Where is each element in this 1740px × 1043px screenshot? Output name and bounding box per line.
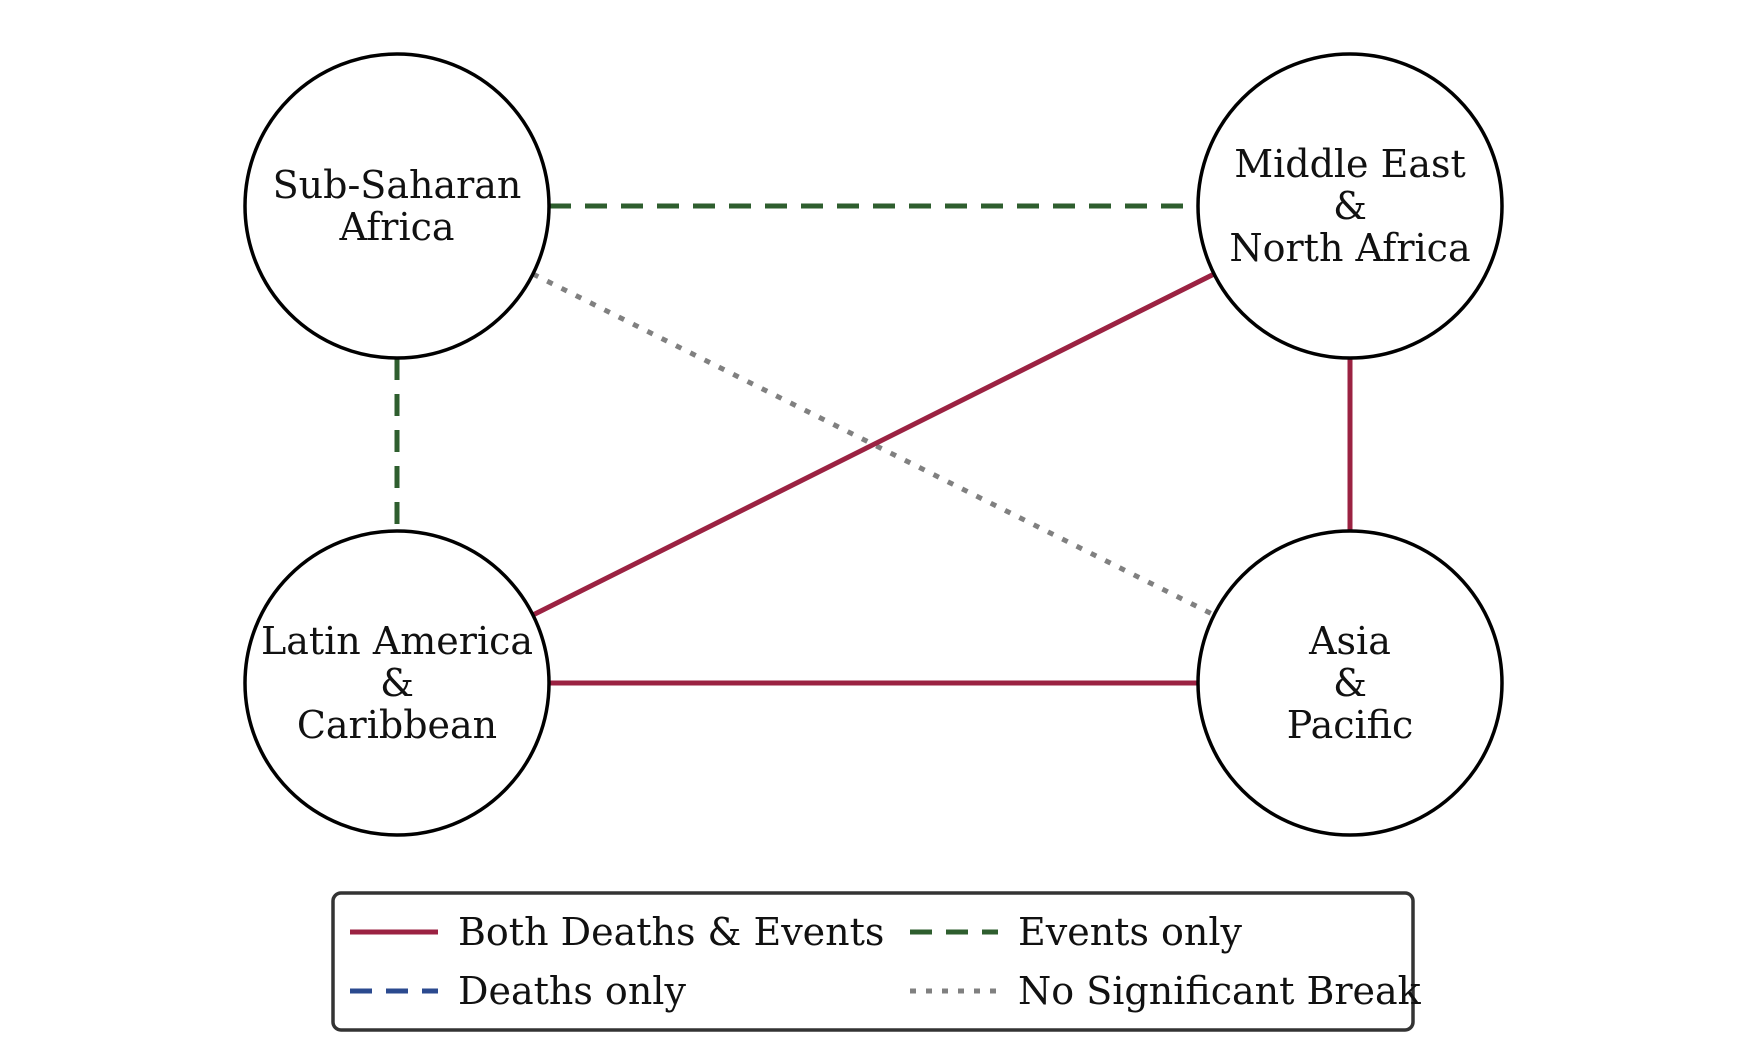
legend-box (331, 891, 1415, 1032)
node-label: Asia (1308, 619, 1391, 663)
node-ap: Asia&Pacific (1196, 529, 1504, 837)
edges-layer (394, 203, 1353, 686)
node-circle (243, 52, 551, 360)
node-label: & (1333, 661, 1367, 705)
node-label: & (1333, 184, 1367, 228)
node-mena: Middle East&North Africa (1196, 52, 1504, 360)
node-label: Africa (338, 205, 454, 249)
node-circle (1196, 529, 1504, 837)
legend-label: Both Deaths & Events (458, 910, 884, 954)
legend-label: No Significant Break (1018, 969, 1422, 1013)
legend-item-events: Events only (910, 910, 1243, 954)
node-circle (1196, 52, 1504, 360)
node-circle (243, 529, 551, 837)
node-label: Middle East (1234, 142, 1466, 186)
edge-mena-lac (531, 271, 1216, 618)
node-label: & (380, 661, 414, 705)
node-label: Caribbean (297, 703, 497, 747)
node-label: North Africa (1229, 226, 1470, 270)
node-lac: Latin America&Caribbean (243, 529, 551, 837)
legend-item-deaths: Deaths only (350, 969, 686, 1013)
legend-item-none: No Significant Break (910, 969, 1422, 1013)
node-label: Sub-Saharan (273, 163, 522, 207)
legend-label: Deaths only (458, 969, 686, 1013)
node-label: Pacific (1287, 703, 1414, 747)
legend-item-both: Both Deaths & Events (350, 910, 884, 954)
node-label: Latin America (261, 619, 533, 663)
legend-label: Events only (1018, 910, 1243, 954)
